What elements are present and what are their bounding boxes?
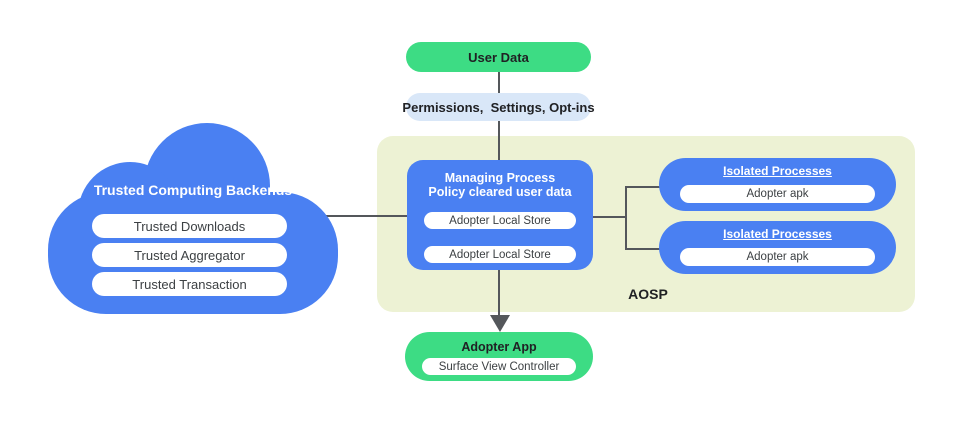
managing-process-node: Managing Process Policy cleared user dat… (407, 160, 593, 270)
cloud-title: Trusted Computing Backends (93, 182, 293, 198)
adopter-apk-pill: Adopter apk (680, 185, 875, 203)
adopter-app-title: Adopter App (461, 340, 537, 354)
adopter-local-store-pill: Adopter Local Store (424, 212, 576, 229)
cloud-item-trusted-transaction: Trusted Transaction (92, 272, 287, 296)
adopter-app-node: Adopter App Surface View Controller (405, 332, 593, 381)
adopter-local-store-pill: Adopter Local Store (424, 246, 576, 263)
managing-process-title-line1: Managing Process (444, 171, 556, 185)
cloud-item-trusted-aggregator: Trusted Aggregator (92, 243, 287, 267)
surface-view-controller-pill: Surface View Controller (422, 358, 576, 375)
cloud-item-trusted-downloads: Trusted Downloads (92, 214, 287, 238)
managing-process-title: Managing Process Policy cleared user dat… (407, 171, 593, 199)
isolated-process-node: Isolated Processes Adopter apk (659, 221, 896, 274)
isolated-process-node: Isolated Processes Adopter apk (659, 158, 896, 211)
isolated-process-title: Isolated Processes (723, 227, 832, 241)
isolated-process-title: Isolated Processes (723, 164, 832, 178)
user-data-node: User Data (406, 42, 591, 72)
adopter-apk-pill: Adopter apk (680, 248, 875, 266)
arrowhead-down-icon (490, 315, 510, 332)
permissions-settings-optins-node: Permissions, Settings, Opt-ins (402, 93, 595, 121)
aosp-label: AOSP (628, 286, 668, 302)
managing-process-title-line2: Policy cleared user data (428, 185, 572, 199)
